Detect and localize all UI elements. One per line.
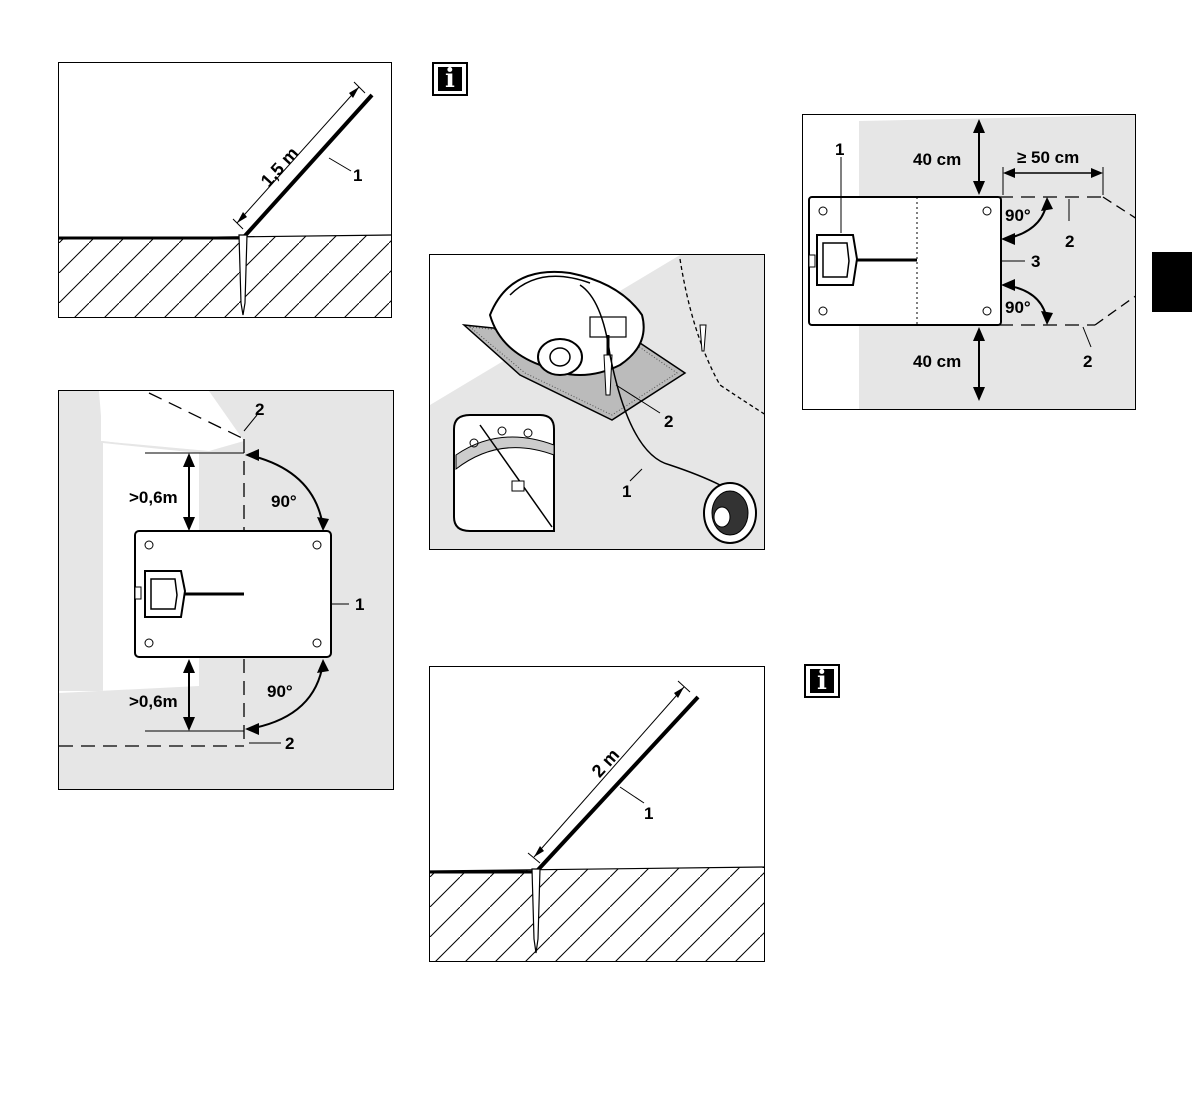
callout-1: 1	[622, 482, 631, 501]
callout-2: 2	[664, 412, 673, 431]
callout-1: 1	[644, 804, 653, 823]
angle-top: 90°	[1005, 206, 1031, 225]
mower-cable-illustration: 2 1	[430, 255, 765, 550]
boundary-wire-raised	[536, 697, 698, 872]
dimension-label: 2 m	[588, 745, 624, 781]
distance-bottom: 40 cm	[913, 352, 961, 371]
ground-hatch	[430, 867, 765, 962]
ground-hatch	[59, 235, 392, 318]
info-icon: i	[432, 62, 468, 96]
distance-top: 40 cm	[913, 150, 961, 169]
callout-2-bottom: 2	[285, 734, 294, 753]
chapter-tab-marker	[1152, 252, 1192, 312]
dimension-label: 1,5 m	[257, 143, 303, 191]
callout-1: 1	[835, 140, 844, 159]
angle-bottom: 90°	[267, 682, 293, 701]
callout-1: 1	[355, 595, 364, 614]
figure-mower-cable: 2 1	[429, 254, 765, 550]
callout-1: 1	[353, 166, 362, 185]
angle-top: 90°	[271, 492, 297, 511]
station-distance-diagram: 40 cm 40 cm ≥ 50 cm 90° 90° 1 2 3 2	[803, 115, 1136, 410]
figure-station-distances: 40 cm 40 cm ≥ 50 cm 90° 90° 1 2 3 2	[802, 114, 1136, 410]
wire-length-diagram: 1,5 m 1	[59, 63, 392, 318]
angle-bottom: 90°	[1005, 298, 1031, 317]
clearance-bottom: >0,6m	[129, 692, 178, 711]
callout-3: 3	[1031, 252, 1040, 271]
distance-side: ≥ 50 cm	[1017, 148, 1079, 167]
figure-wire-2m: 2 m 1	[429, 666, 765, 962]
figure-station-clearance: >0,6m >0,6m 90° 90° 2 1 2	[58, 390, 394, 790]
clearance-top: >0,6m	[129, 488, 178, 507]
station-clearance-diagram: >0,6m >0,6m 90° 90° 2 1 2	[59, 391, 394, 790]
callout-2-bottom: 2	[1083, 352, 1092, 371]
callout-2-top: 2	[1065, 232, 1074, 251]
detail-inset	[454, 415, 554, 531]
figure-wire-1-5m: 1,5 m 1	[58, 62, 392, 318]
wire-length-diagram-2m: 2 m 1	[430, 667, 765, 962]
info-icon: i	[804, 664, 840, 698]
callout-2-top: 2	[255, 400, 264, 419]
